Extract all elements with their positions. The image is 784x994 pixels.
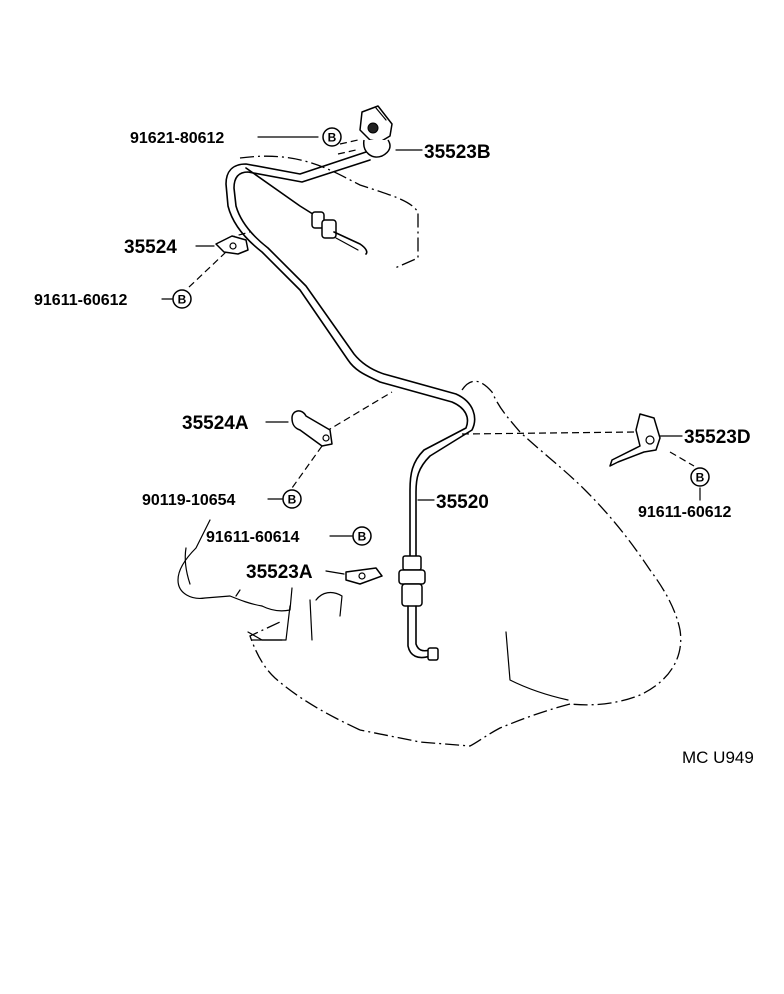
part-labels: 35523B 35524 35524A 35523D 35520 35523A <box>124 142 751 583</box>
transmission-outline <box>177 155 682 747</box>
badge-b-icon: B <box>172 289 192 309</box>
label-91611-60612-right: 91611-60612 <box>638 504 732 521</box>
svg-text:B: B <box>696 471 705 485</box>
bracket-35523D <box>609 413 661 467</box>
badge-b-icon: B <box>690 467 710 487</box>
svg-text:B: B <box>178 293 187 307</box>
label-35523D: 35523D <box>684 427 751 448</box>
fastener-labels: 91621-80612 91611-60612 90119-10654 9161… <box>34 130 732 546</box>
diagram-reference: MC U949 <box>682 748 754 767</box>
label-35524: 35524 <box>124 237 177 258</box>
clamp-35523B <box>359 105 393 158</box>
badge-b-icon: B <box>352 526 372 546</box>
svg-text:B: B <box>358 530 367 544</box>
svg-text:B: B <box>328 131 337 145</box>
label-35523B: 35523B <box>424 142 491 163</box>
label-leaders <box>161 136 701 575</box>
badge-b-icon: B <box>322 127 342 147</box>
label-35520: 35520 <box>436 492 489 513</box>
label-91621-80612: 91621-80612 <box>130 130 224 147</box>
label-90119-10654: 90119-10654 <box>142 492 236 509</box>
label-91611-60614: 91611-60614 <box>206 529 300 546</box>
clip-35524A <box>291 410 333 447</box>
label-35524A: 35524A <box>182 413 249 434</box>
svg-text:B: B <box>288 493 297 507</box>
clip-35524 <box>215 235 249 255</box>
label-35523A: 35523A <box>246 562 313 583</box>
label-91611-60612-left: 91611-60612 <box>34 292 128 309</box>
dashed-leaders <box>187 139 695 489</box>
badge-b-icon: B <box>282 489 302 509</box>
bracket-35523A <box>345 567 383 585</box>
clutch-tube-35520 <box>225 151 476 661</box>
badge-group: B B B B B <box>172 127 710 546</box>
